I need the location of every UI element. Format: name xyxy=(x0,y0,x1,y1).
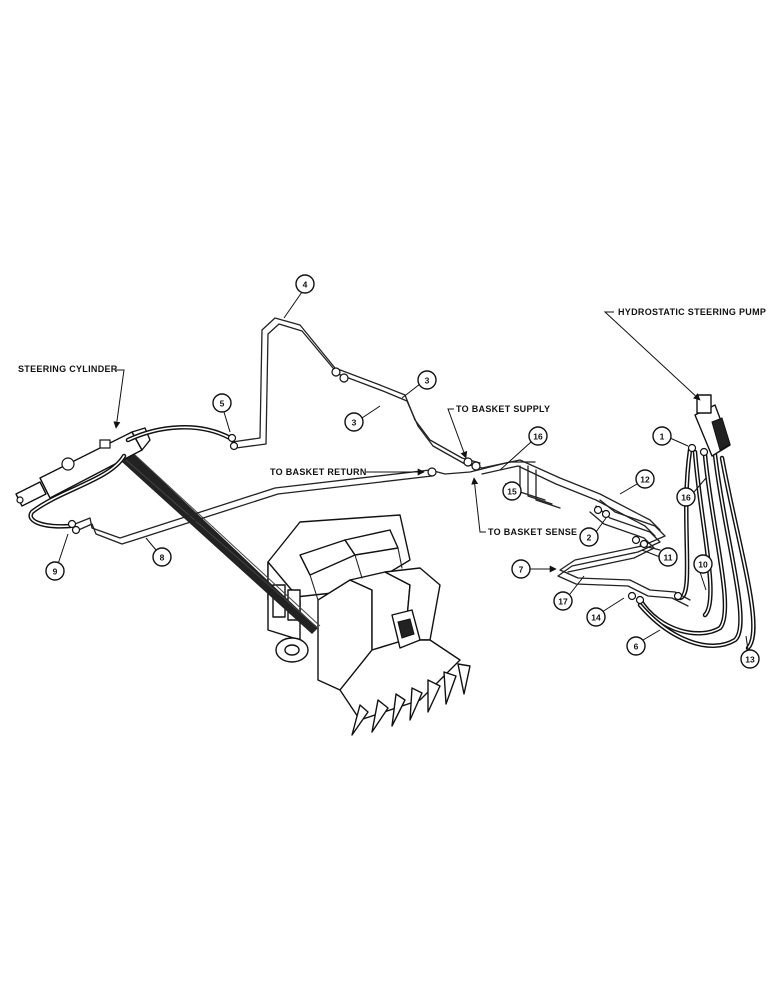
callout-15: 15 xyxy=(502,481,522,501)
basket-sense-label-group: TO BASKET SENSE xyxy=(471,477,577,537)
svg-text:10: 10 xyxy=(698,560,708,570)
svg-text:12: 12 xyxy=(640,475,650,485)
svg-text:3: 3 xyxy=(425,376,430,386)
callout-9: 9 xyxy=(45,533,69,581)
callout-16-upper: 16 xyxy=(499,426,548,471)
callout-16-right: 16 xyxy=(676,477,707,507)
svg-text:7: 7 xyxy=(519,565,524,575)
callout-3-lower: 3 xyxy=(344,405,381,432)
location-pointer xyxy=(122,452,318,634)
svg-text:1: 1 xyxy=(660,432,665,442)
callout-6: 6 xyxy=(626,629,661,656)
svg-text:16: 16 xyxy=(533,432,543,442)
callout-7: 7 xyxy=(511,559,557,579)
callout-13: 13 xyxy=(740,635,760,669)
basket-supply-label-group: TO BASKET SUPPLY xyxy=(447,404,550,459)
cotton-picker-machine xyxy=(267,514,471,736)
callout-10: 10 xyxy=(693,554,713,591)
steering-cylinder-label-group: STEERING CYLINDER xyxy=(18,364,125,429)
callout-17: 17 xyxy=(553,575,585,611)
basket-supply-label: TO BASKET SUPPLY xyxy=(456,404,550,414)
svg-text:3: 3 xyxy=(352,418,357,428)
hydrostatic-pump-label: HYDROSTATIC STEERING PUMP xyxy=(618,307,766,317)
svg-text:17: 17 xyxy=(558,597,568,607)
svg-text:13: 13 xyxy=(745,655,755,665)
callout-8: 8 xyxy=(145,537,172,567)
svg-text:9: 9 xyxy=(53,567,58,577)
fittings xyxy=(67,367,683,605)
basket-sense-label: TO BASKET SENSE xyxy=(488,527,577,537)
basket-return-label-group: TO BASKET RETURN xyxy=(270,467,425,477)
callout-12: 12 xyxy=(619,469,655,495)
svg-text:8: 8 xyxy=(160,553,165,563)
steering-cylinder-label: STEERING CYLINDER xyxy=(18,364,118,374)
hydrostatic-steering-pump xyxy=(687,394,731,457)
steering-cylinder xyxy=(15,427,151,507)
svg-text:14: 14 xyxy=(591,613,601,623)
callout-2: 2 xyxy=(579,517,607,547)
hydraulic-tubes xyxy=(69,317,691,607)
callout-1: 1 xyxy=(652,426,689,447)
svg-text:15: 15 xyxy=(507,487,517,497)
svg-text:6: 6 xyxy=(634,642,639,652)
callout-11: 11 xyxy=(641,547,678,567)
callout-5: 5 xyxy=(212,393,232,433)
svg-text:16: 16 xyxy=(681,493,691,503)
svg-text:4: 4 xyxy=(303,280,308,290)
callout-4: 4 xyxy=(283,274,315,319)
svg-text:5: 5 xyxy=(220,399,225,409)
callout-3-upper: 3 xyxy=(401,370,437,399)
basket-return-label: TO BASKET RETURN xyxy=(270,467,367,477)
svg-text:11: 11 xyxy=(664,553,673,563)
svg-text:2: 2 xyxy=(587,533,592,543)
callout-14: 14 xyxy=(586,597,625,627)
hydrostatic-pump-label-group: HYDROSTATIC STEERING PUMP xyxy=(603,307,766,401)
